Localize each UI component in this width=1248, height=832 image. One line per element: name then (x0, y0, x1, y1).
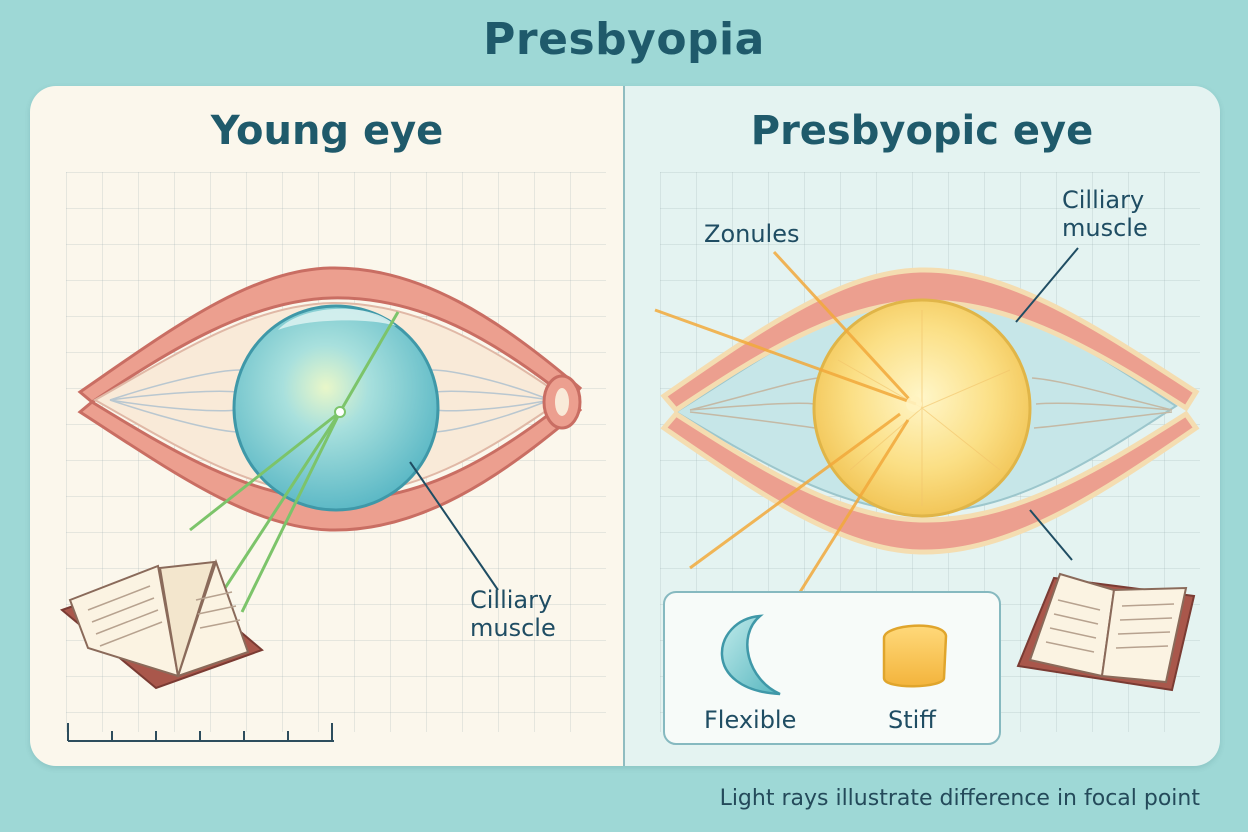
book-icon (1016, 572, 1196, 692)
presbyopic-eye-heading: Presbyopic eye (750, 108, 1094, 154)
legend-flexible-label: Flexible (704, 706, 797, 734)
zonule-fibers-left (109, 369, 551, 433)
light-rays-presbyopic (654, 250, 917, 609)
ciliary-muscle-top-left (77, 266, 583, 404)
legend-stiff-label: Stiff (888, 706, 936, 734)
caption: Light rays illustrate difference in foca… (719, 786, 1200, 811)
zonules-label: Zonules (704, 220, 800, 248)
ruler-icon (67, 723, 334, 742)
ciliary-label-line2: muscle (470, 614, 556, 642)
zonule-fibers-right (689, 377, 1173, 429)
ciliary-muscle-bottom-right (660, 410, 1200, 555)
light-rays-young (189, 311, 400, 613)
crescent-icon (720, 614, 781, 696)
page-title: Presbyopia (483, 14, 765, 65)
book-icon (60, 558, 264, 690)
ciliary-label-line1: Cilliary (1062, 186, 1145, 214)
young-eye-diagram (60, 266, 583, 742)
ciliary-muscle-label-right: Cilliary muscle (1062, 186, 1148, 242)
stiff-block-icon (882, 624, 948, 688)
young-eye-heading: Young eye (210, 108, 444, 154)
presbyopic-eye-diagram (654, 247, 1200, 745)
ciliary-muscle-top-right (660, 267, 1200, 414)
ciliary-label-line1: Cilliary (470, 586, 553, 614)
ciliary-muscle-label-left: Cilliary muscle (470, 586, 556, 642)
ciliary-label-line2: muscle (1062, 214, 1148, 242)
panel-divider (623, 86, 625, 766)
